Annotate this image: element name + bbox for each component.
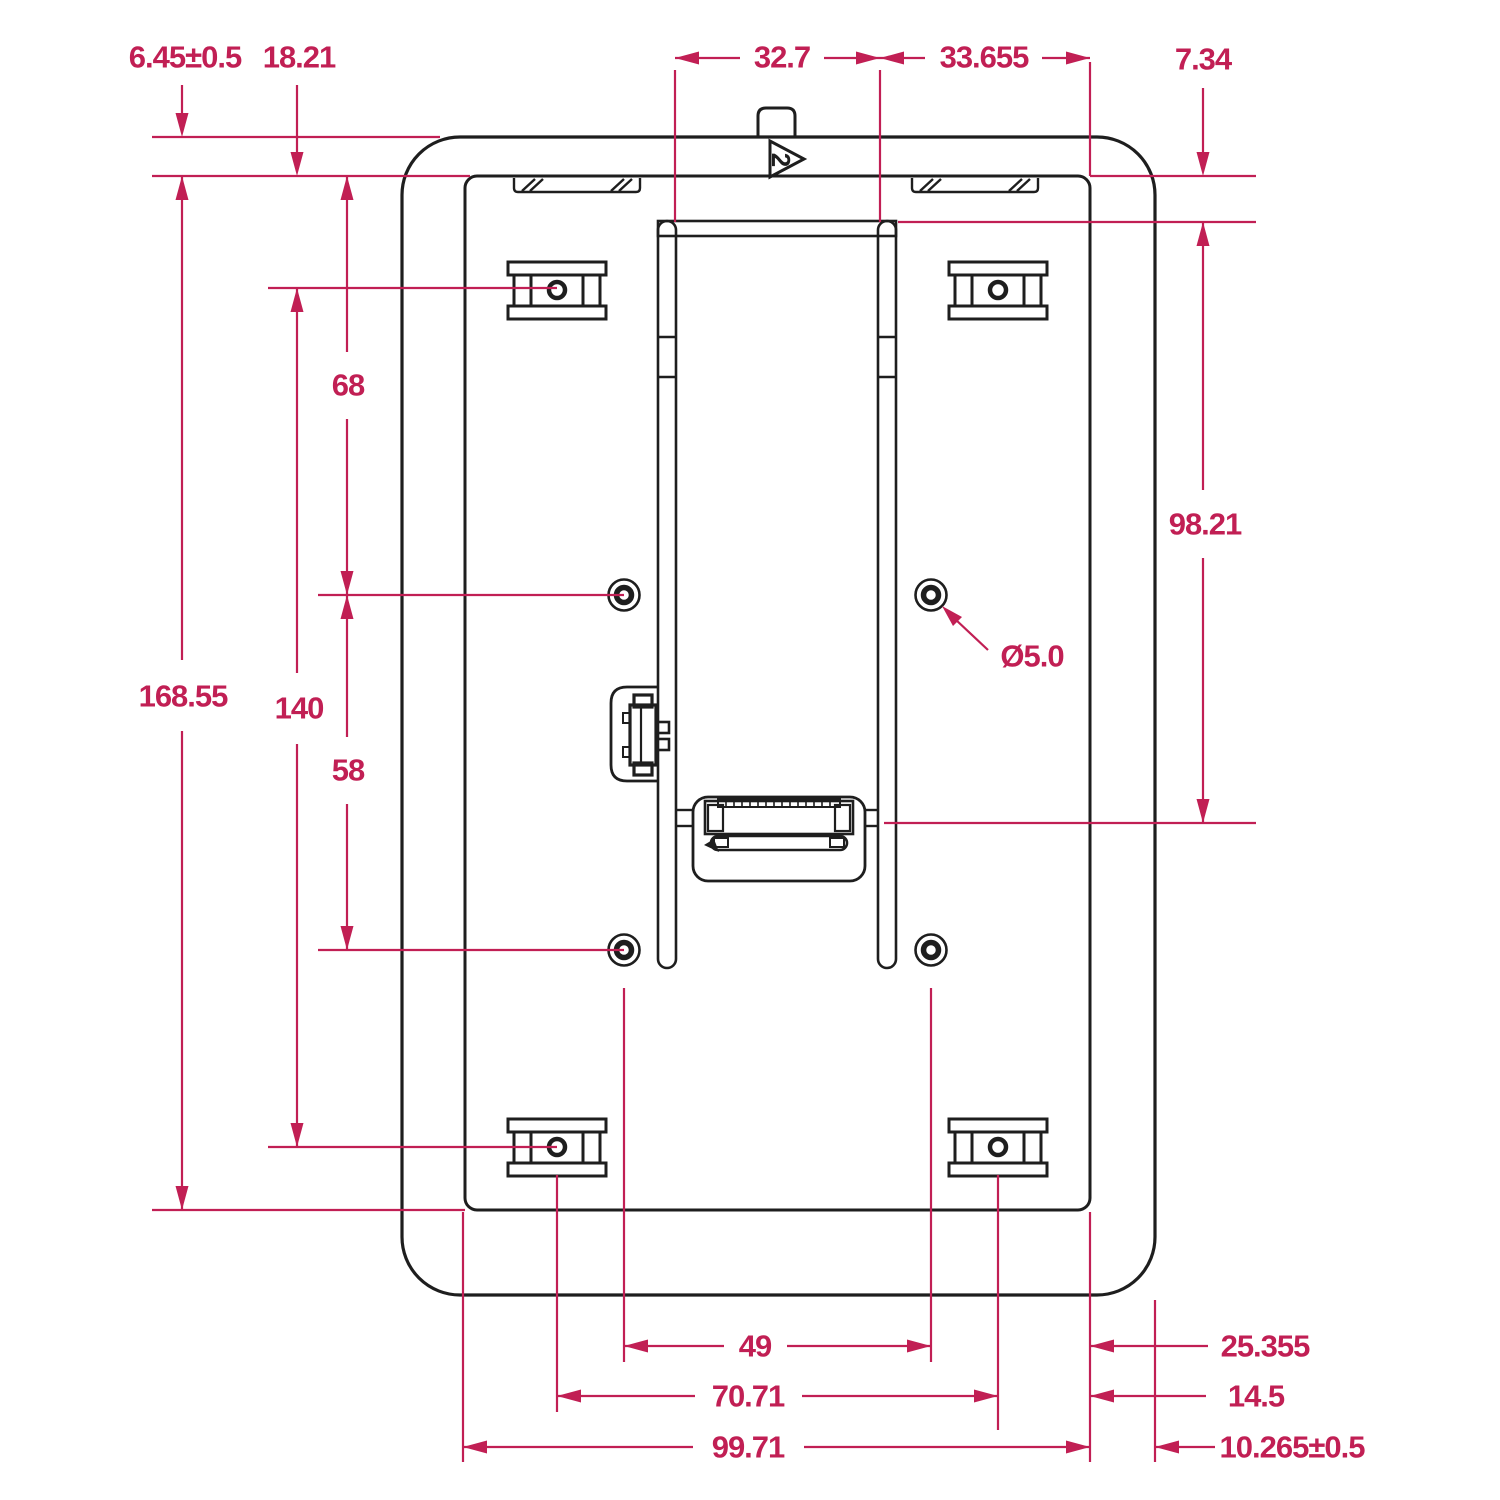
device-geometry: 2: [400, 106, 1157, 1297]
dim-rail-top-to-connector: 98.21: [1169, 507, 1242, 542]
dim-rail-gap: 32.7: [754, 40, 810, 75]
mounting-clip-bottom-right: [949, 1119, 1047, 1176]
power-connector-pocket: [609, 685, 671, 783]
screw-hole-top-right: [916, 580, 947, 611]
fpc-connector-plate: [677, 795, 878, 883]
dimension-lines: [180, 56, 1215, 1449]
stand-rail-right: [876, 219, 898, 970]
connector-plate-outline: [691, 795, 867, 883]
fpc-connector: [703, 798, 855, 852]
screw-hole-bottom-right: [916, 935, 947, 966]
dim-hole-diameter: Ø5.0: [1000, 639, 1063, 674]
dim-panel-to-shell-edge: 10.265±0.5: [1220, 1430, 1366, 1465]
fpc-pull-tab: [704, 839, 719, 852]
fpc-latch-right: [833, 803, 852, 833]
top-tab: [756, 106, 797, 137]
dim-rail-to-panel-edge: 33.655: [940, 40, 1030, 75]
dim-hole-to-panel-edge: 25.355: [1221, 1329, 1311, 1364]
hanging-slot-left: [512, 176, 642, 194]
dim-panel-top-to-upper-hole: 68: [332, 368, 365, 403]
dimension-annotations: 6.45±0.5 18.21 32.7 33.655 7.34 68 168.5…: [129, 40, 1366, 1465]
dim-panel-height: 168.55: [139, 679, 229, 714]
extension-lines-horizontal: [152, 135, 1256, 1212]
dim-clip-hole-span-horizontal: 70.71: [712, 1379, 785, 1414]
fpc-pins: [725, 799, 831, 807]
power-connector-pin: [654, 720, 671, 735]
dim-clip-hole-span-vertical: 140: [275, 691, 324, 726]
revision-triangle: 2: [766, 138, 808, 180]
dim-clip-hole-to-panel-edge: 14.5: [1228, 1379, 1285, 1414]
dimension-arrowheads: [175, 51, 1210, 1454]
revision-number: 2: [766, 153, 796, 167]
inner-panel-outline: [463, 174, 1092, 1212]
stand-rail-left: [656, 219, 678, 970]
mounting-clip-top-right: [949, 262, 1047, 319]
outer-shell-outline: [400, 135, 1157, 1297]
power-connector-pin: [654, 737, 671, 752]
dim-hole-span-horizontal: 49: [739, 1329, 772, 1364]
dimension-labels: 6.45±0.5 18.21 32.7 33.655 7.34 68 168.5…: [129, 40, 1366, 1465]
extension-lines-vertical: [461, 62, 1157, 1462]
dim-panel-to-rail-top: 7.34: [1175, 42, 1233, 77]
fpc-actuator-bar: [709, 834, 849, 852]
rail-top-crossbar: [656, 219, 898, 238]
mounting-clip-top-left: [508, 262, 606, 319]
dim-upper-to-lower-hole: 58: [332, 753, 365, 788]
hanging-slot-right: [910, 176, 1040, 194]
dim-panel-width: 99.71: [712, 1430, 785, 1465]
stand-rails: [656, 219, 898, 970]
dim-panel-to-clip-hole: 18.21: [263, 40, 336, 75]
fpc-latch-left: [706, 803, 725, 833]
power-connector-body: [628, 703, 658, 767]
dim-shell-to-panel-top: 6.45±0.5: [129, 40, 242, 75]
